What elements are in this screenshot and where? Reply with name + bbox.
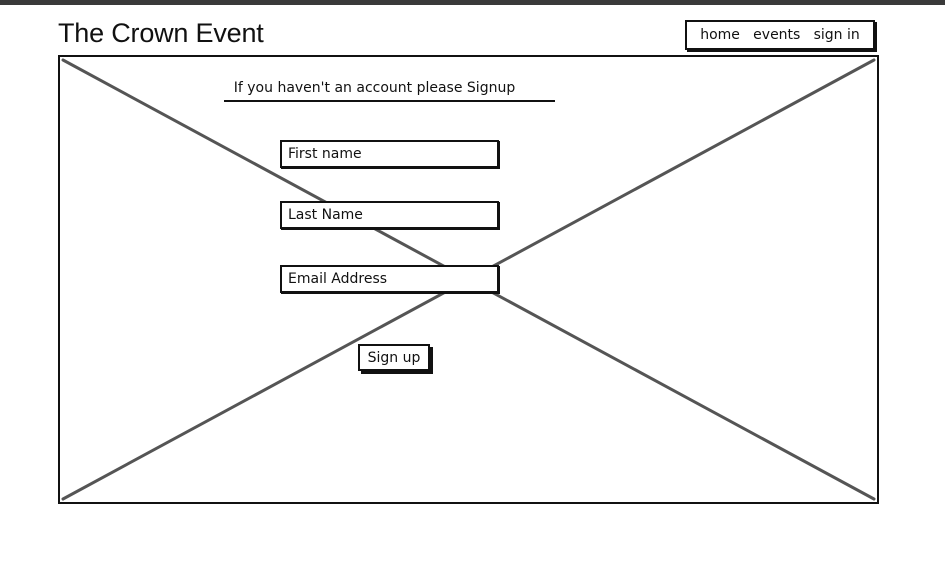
first-name-input[interactable]	[282, 142, 497, 166]
first-name-field-box	[280, 140, 499, 168]
last-name-field-box	[280, 201, 499, 229]
email-input[interactable]	[282, 267, 497, 291]
last-name-input[interactable]	[282, 203, 497, 227]
nav-events-link[interactable]: events	[753, 27, 801, 43]
sign-up-button[interactable]: Sign up	[358, 344, 430, 371]
top-nav: home events sign in	[685, 20, 875, 50]
nav-home-link[interactable]: home	[700, 27, 740, 43]
email-field-box	[280, 265, 499, 293]
signup-heading: If you haven't an account please Signup	[224, 78, 555, 102]
site-title: The Crown Event	[58, 18, 264, 48]
window-top-bar	[0, 0, 945, 5]
image-placeholder-frame: If you haven't an account please Signup …	[58, 55, 879, 504]
nav-sign-in-link[interactable]: sign in	[813, 27, 860, 43]
